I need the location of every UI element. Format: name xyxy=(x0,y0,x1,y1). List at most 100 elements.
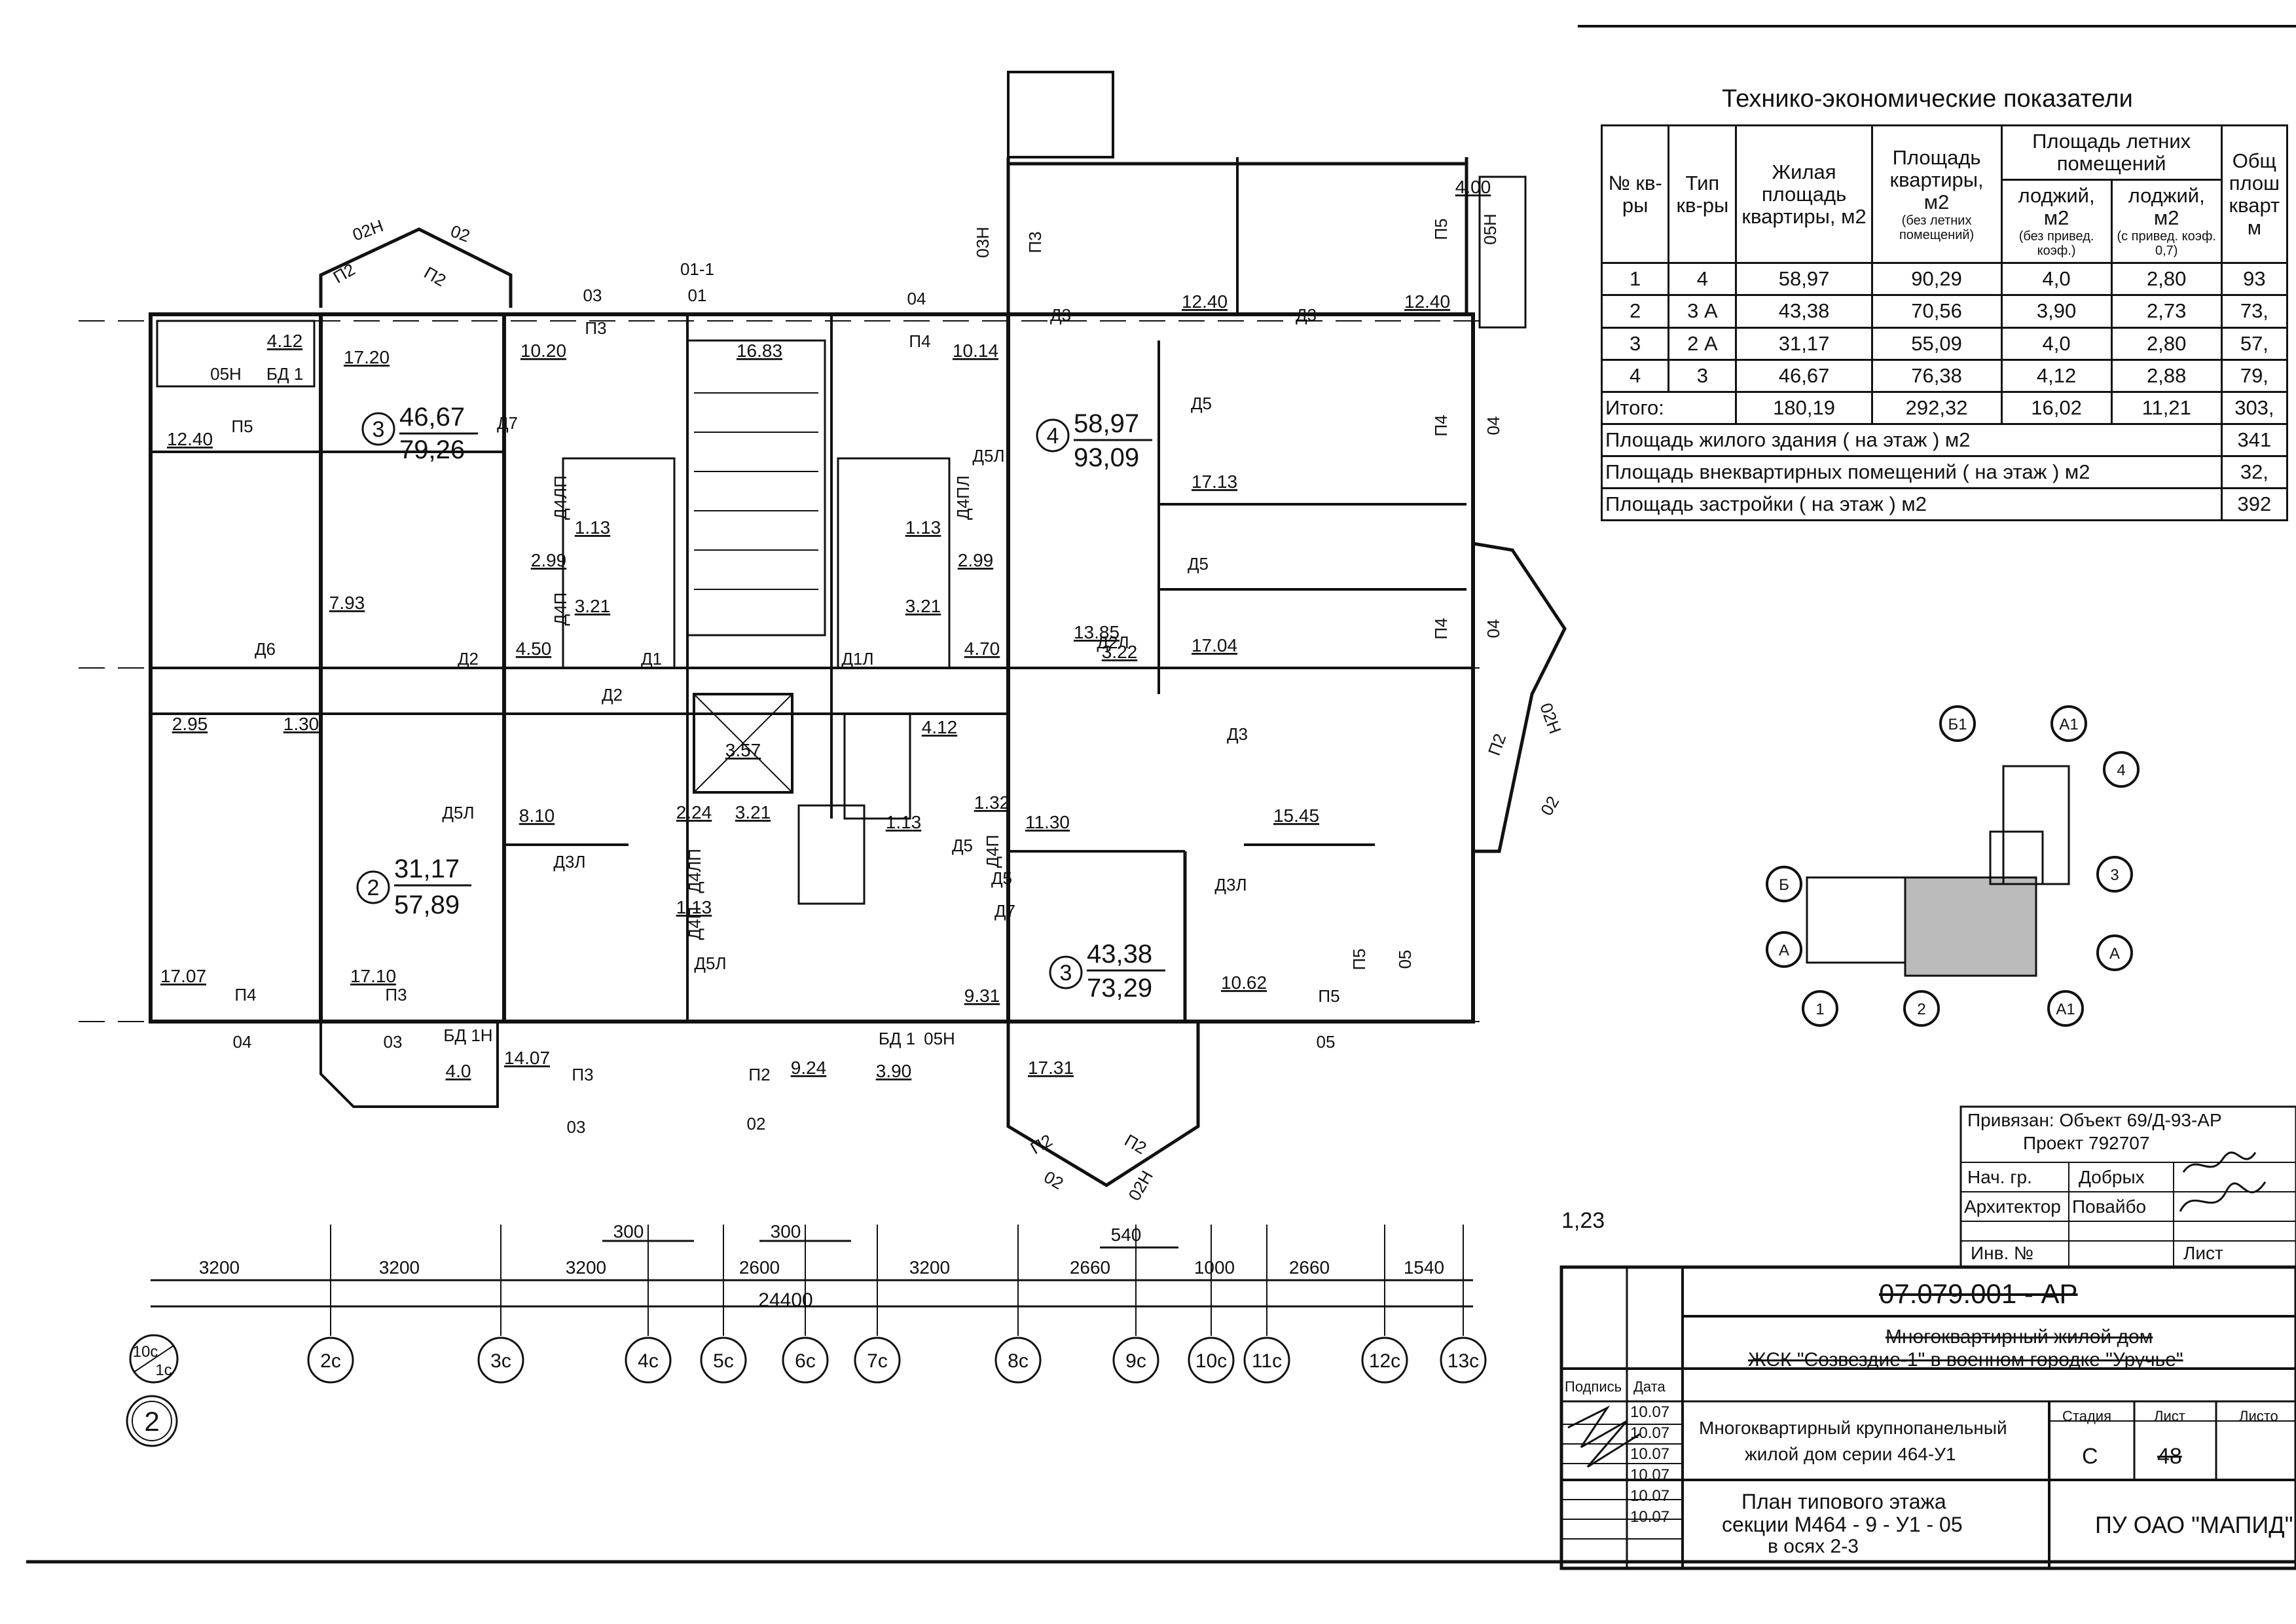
table-cell: 2 xyxy=(1600,294,1670,329)
keyplan-marker: 3 xyxy=(2096,856,2133,893)
keyplan-label: 2 xyxy=(1917,1001,1925,1018)
keyplan-label: 3 xyxy=(2110,866,2119,884)
stamp-date: 10.07 xyxy=(1630,1466,1670,1484)
room-area: 1.13 xyxy=(886,812,922,832)
col-subheader: лоджий, м2 (с привед. коэф. 0,7) xyxy=(2110,179,2223,265)
room-area: 11.30 xyxy=(1025,812,1070,832)
room-area: 2.99 xyxy=(531,550,567,570)
table-cell: 31,17 xyxy=(1735,326,1873,361)
wall-label: П2 xyxy=(1484,731,1510,758)
wall-label: 03 xyxy=(567,1117,586,1137)
table-cell: 2,80 xyxy=(2110,326,2223,361)
svg-text:58,97: 58,97 xyxy=(1074,409,1139,438)
axis-marker-first: 10с 1с xyxy=(129,1334,179,1384)
wall-label: 01-1 xyxy=(680,259,714,279)
wall-label: 02Н xyxy=(1124,1167,1157,1204)
keyplan-label: Б xyxy=(1779,876,1789,894)
keyplan-marker: Б xyxy=(1766,866,1802,902)
summary-label: Площадь застройки ( на этаж ) м2 xyxy=(1601,487,2223,522)
wall-label: 04 xyxy=(1484,619,1503,638)
axis-label: 6с xyxy=(795,1350,816,1372)
dimension-text: 300 xyxy=(613,1221,644,1242)
axis-marker: 3с xyxy=(477,1225,524,1384)
room-area: 9.24 xyxy=(791,1058,827,1078)
wall-label: П5 xyxy=(231,416,253,436)
col-header: Площадь летних помещений xyxy=(2000,124,2223,181)
apartment-marker: 2 31,17 57,89 xyxy=(356,855,471,919)
dimension-text: 3200 xyxy=(379,1257,420,1278)
axis-marker: 5с xyxy=(700,1225,747,1384)
room-area: 17.07 xyxy=(160,966,206,986)
svg-text:46,67: 46,67 xyxy=(399,403,465,432)
door-label: Д5Л xyxy=(972,446,1004,466)
axis-marker: 2с xyxy=(307,1225,354,1384)
summary-value: 392 xyxy=(2220,487,2289,522)
room-area: 3.21 xyxy=(905,596,941,616)
table-title: Технико-экономические показатели xyxy=(1722,85,2133,113)
dimension-text: 1540 xyxy=(1404,1257,1444,1278)
door-label: Д5Л xyxy=(442,803,474,822)
wall-label: 05Н xyxy=(1480,213,1500,245)
keyplan-marker: 2 xyxy=(1903,990,1940,1027)
organization: ПУ ОАО "МАПИД" xyxy=(2095,1511,2293,1538)
room-area: 1.13 xyxy=(575,517,611,538)
room-area: 17.13 xyxy=(1192,471,1237,492)
axis-label: 5с xyxy=(713,1350,734,1372)
room-area: 4.12 xyxy=(267,331,303,351)
svg-text:73,29: 73,29 xyxy=(1087,974,1152,1003)
wall-label: 02Н xyxy=(350,215,386,245)
room-area: 17.31 xyxy=(1028,1058,1074,1078)
room-area: 7.93 xyxy=(329,593,365,613)
keyplan-marker: А xyxy=(2096,934,2133,971)
room-area: 10.14 xyxy=(953,341,998,361)
wall-label: П4 xyxy=(1431,618,1451,639)
room-area: 1.13 xyxy=(905,517,941,538)
sheet-number-circle: 2 xyxy=(126,1395,178,1447)
table-cell: 16,02 xyxy=(2000,390,2113,425)
list-label: Лист xyxy=(2183,1243,2223,1263)
wall-label: П2 xyxy=(1121,1130,1150,1158)
table-cell: 3 xyxy=(1600,326,1670,361)
wall-label: 05Н xyxy=(924,1029,955,1048)
keyplan-label: 4 xyxy=(2117,762,2125,779)
table-cell: 4,0 xyxy=(2000,326,2113,361)
svg-text:57,89: 57,89 xyxy=(394,891,460,919)
door-label: Д3Л xyxy=(1214,875,1247,895)
table-cell: 11,21 xyxy=(2110,390,2223,425)
doc-code: 07.079.001 - АР xyxy=(1879,1278,2078,1309)
axis-label: 7с xyxy=(867,1350,888,1372)
wall-label: П5 xyxy=(1318,986,1339,1006)
table-cell: 55,09 xyxy=(1870,326,2003,361)
stamp-date: 10.07 xyxy=(1630,1424,1670,1442)
person-name: Добрых xyxy=(2079,1167,2145,1187)
door-label: Д4П xyxy=(551,593,570,626)
room-area: 14.07 xyxy=(504,1048,550,1068)
keyplan-label: 1 xyxy=(1815,1001,1824,1018)
dimension-text: 300 xyxy=(771,1221,801,1242)
keyplan-marker: А1 xyxy=(2050,705,2087,742)
room-area: 8.10 xyxy=(519,805,555,826)
wall-label: 02Н xyxy=(1536,700,1565,736)
keyplan-label: А1 xyxy=(2056,1001,2075,1018)
axis-marker: 7с xyxy=(854,1225,901,1384)
wall-label: БД 1 xyxy=(266,364,303,384)
binding-project: Проект 792707 xyxy=(2023,1133,2150,1153)
svg-text:4: 4 xyxy=(1047,424,1059,449)
table-cell: 76,38 xyxy=(1870,358,2003,393)
table-cell: 1 xyxy=(1600,262,1670,297)
axis-label: 13с xyxy=(1448,1350,1479,1372)
col-header: № кв-ры xyxy=(1600,124,1670,265)
plan-walls xyxy=(26,25,2296,1564)
axis-label: 2с xyxy=(320,1350,341,1372)
door-label: Д7 xyxy=(497,413,518,433)
keyplan-marker: 1 xyxy=(1802,990,1838,1027)
axis-label: 8с xyxy=(1008,1350,1029,1372)
wall-label: 05 xyxy=(1317,1032,1336,1052)
sheet-title-2: секции М464 - 9 - У1 - 05 xyxy=(1722,1513,1963,1536)
wall-label: 01 xyxy=(688,286,707,305)
apartment-marker: 4 58,97 93,09 xyxy=(1036,409,1152,472)
